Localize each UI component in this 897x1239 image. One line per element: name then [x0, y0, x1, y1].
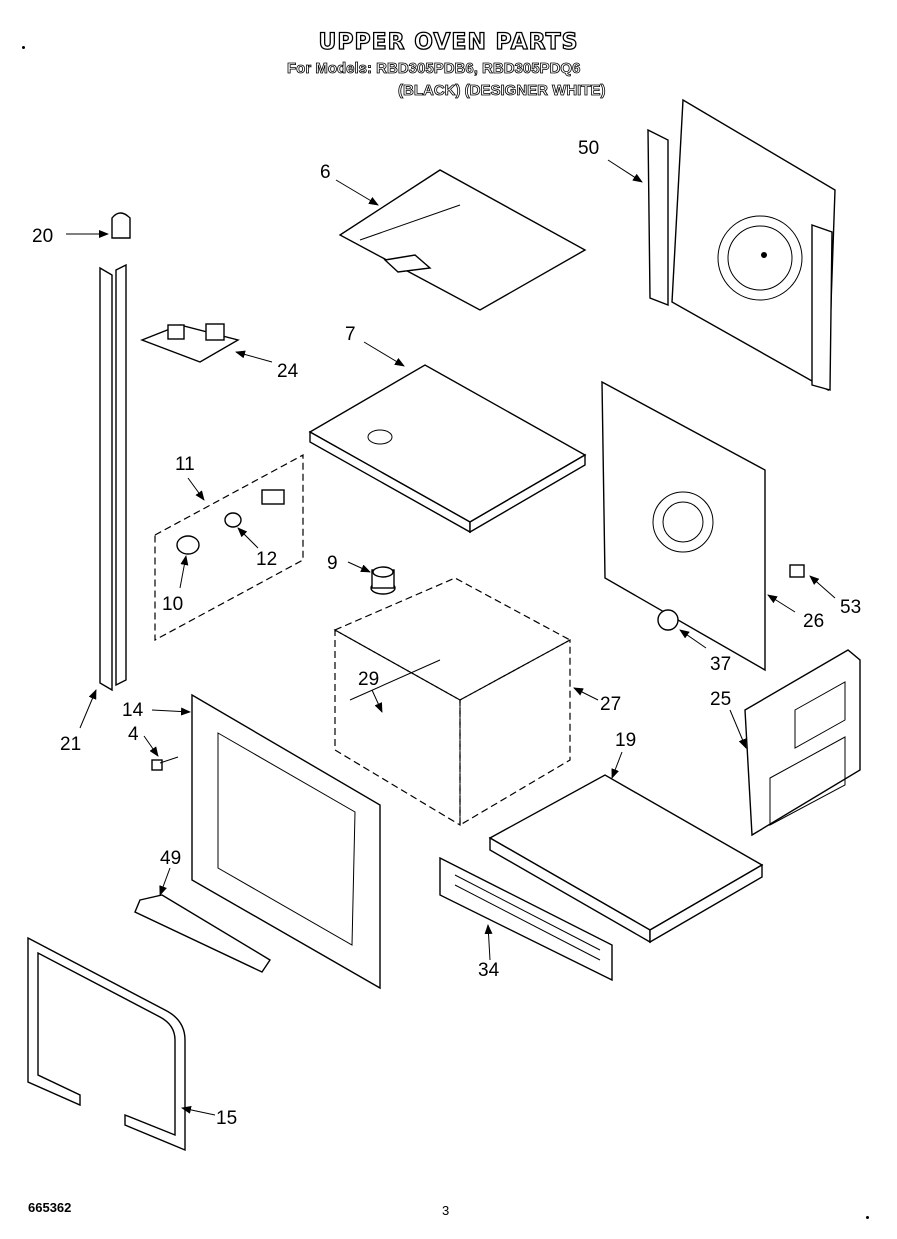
callout-6: 6 — [320, 162, 331, 183]
corner-mark — [866, 1216, 869, 1219]
callout-labels: 50 6 20 24 7 11 12 10 9 29 27 26 53 37 2… — [32, 138, 861, 1129]
callout-12: 12 — [256, 549, 277, 570]
callout-19: 19 — [615, 730, 636, 751]
callout-4: 4 — [128, 724, 139, 745]
corner-mark — [22, 46, 25, 49]
callout-25: 25 — [710, 689, 731, 710]
leader-arrows — [66, 159, 836, 1116]
part-6-top-shield — [338, 169, 587, 311]
parts-10-11-12-group — [154, 453, 304, 642]
callout-53: 53 — [840, 597, 861, 618]
part-24-switch-bracket — [140, 323, 240, 363]
callout-50: 50 — [578, 138, 599, 159]
callout-9: 9 — [327, 553, 338, 574]
callout-14: 14 — [122, 700, 144, 721]
callout-26: 26 — [803, 611, 824, 632]
page-title: UPPER OVEN PARTS — [318, 29, 579, 55]
part-19-bottom-shield — [488, 774, 764, 944]
page-number: 3 — [442, 1203, 450, 1218]
colors-line: (BLACK) (DESIGNER WHITE) — [398, 82, 606, 100]
part-21-side-trim — [99, 263, 127, 692]
callout-11: 11 — [175, 454, 195, 475]
callout-34: 34 — [478, 960, 500, 981]
callout-21: 21 — [60, 734, 81, 755]
part-49-trim — [134, 894, 271, 973]
part-15-gasket — [27, 936, 186, 1152]
callout-49: 49 — [160, 848, 181, 869]
callout-24: 24 — [277, 361, 299, 382]
part-53-clip — [789, 564, 805, 578]
document-number: 665362 — [28, 1200, 72, 1215]
part-4-screw — [151, 756, 179, 771]
callout-10: 10 — [162, 594, 183, 615]
part-7-top-panel — [308, 364, 587, 534]
callout-15: 15 — [216, 1108, 237, 1129]
part-26-side-bracket — [601, 380, 766, 672]
part-34-vent-grille — [439, 856, 613, 982]
part-25-side-panel — [744, 649, 861, 837]
models-line: For Models: RBD305PDB6, RBD305PDQ6 — [287, 60, 581, 78]
part-9-knob — [370, 566, 396, 595]
part-20-cap — [111, 212, 131, 239]
part-14-front-frame — [191, 693, 381, 990]
callout-29: 29 — [358, 669, 379, 690]
part-50-rear-panel — [647, 98, 836, 392]
part-37-connector — [657, 609, 679, 631]
callout-37: 37 — [710, 654, 731, 675]
callout-7: 7 — [345, 324, 356, 345]
callout-20: 20 — [32, 226, 53, 247]
callout-27: 27 — [600, 694, 621, 715]
part-27-oven-cavity — [333, 577, 572, 827]
